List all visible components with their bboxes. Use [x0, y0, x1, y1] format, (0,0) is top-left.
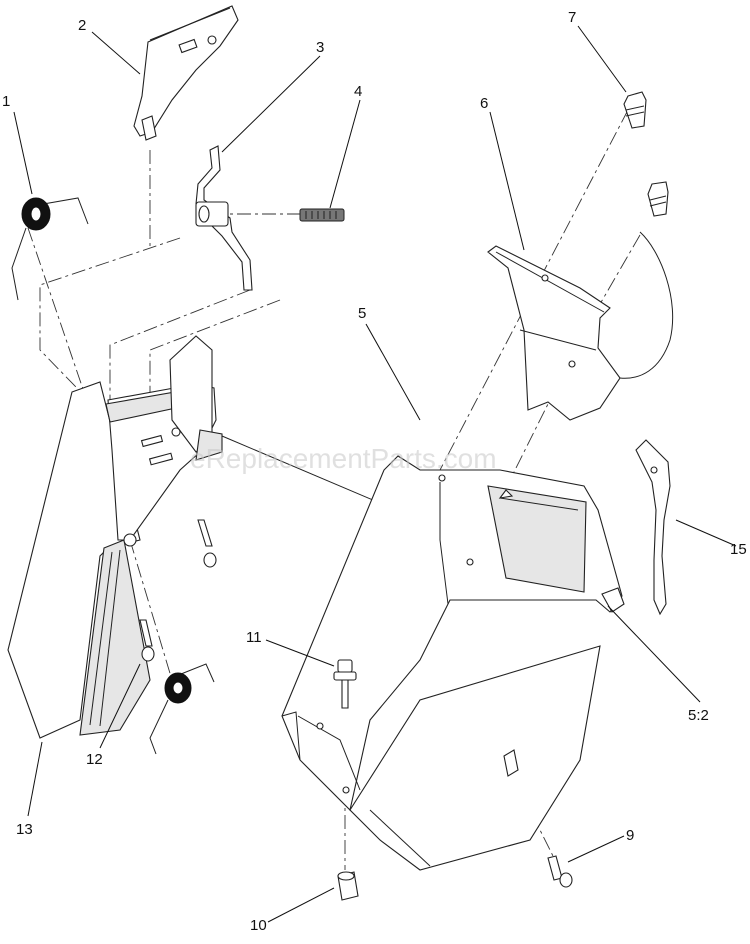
part-6-upper-right-bracket — [487, 231, 674, 421]
lower-chute-panel — [349, 645, 601, 871]
callout-2: 2 — [78, 17, 86, 34]
left-hinge-bracket — [105, 335, 421, 547]
bracket-screw — [197, 519, 217, 568]
callout-5-2: 5:2 — [688, 707, 709, 724]
part-4-spring — [299, 208, 345, 222]
callout-13: 13 — [16, 821, 33, 838]
part-1-torsion-spring-upper — [11, 197, 89, 301]
part-10-cap-nut — [337, 871, 359, 901]
callout-9: 9 — [626, 827, 634, 844]
callout-15: 15 — [730, 541, 747, 558]
watermark-text: eReplacementParts.com — [190, 443, 497, 474]
callout-11: 11 — [246, 629, 262, 646]
callout-4: 4 — [354, 83, 362, 100]
part-1-torsion-spring-lower — [149, 663, 215, 755]
leader-lines — [13, 25, 737, 923]
callout-5: 5 — [358, 305, 366, 322]
part-11-fastener — [333, 659, 357, 709]
callout-10: 10 — [250, 917, 267, 934]
part-7-bolt-upper — [623, 91, 647, 129]
part-2-upper-bracket — [133, 5, 239, 141]
part-12-screw — [139, 619, 155, 662]
callout-3: 3 — [316, 39, 324, 56]
callout-12: 12 — [86, 751, 103, 768]
callout-7: 7 — [568, 9, 576, 26]
callout-6: 6 — [480, 95, 488, 112]
callout-1: 1 — [2, 93, 10, 110]
callout-labels: 1 2 3 4 5 6 7 9 10 11 12 13 15 5:2 — [2, 9, 747, 934]
part-5-main-housing — [281, 455, 625, 812]
part-7-bolt-lower — [647, 181, 669, 217]
part-9-screw — [503, 749, 573, 888]
part-3-latch-rod — [195, 145, 253, 291]
part-15-handle — [635, 439, 671, 616]
